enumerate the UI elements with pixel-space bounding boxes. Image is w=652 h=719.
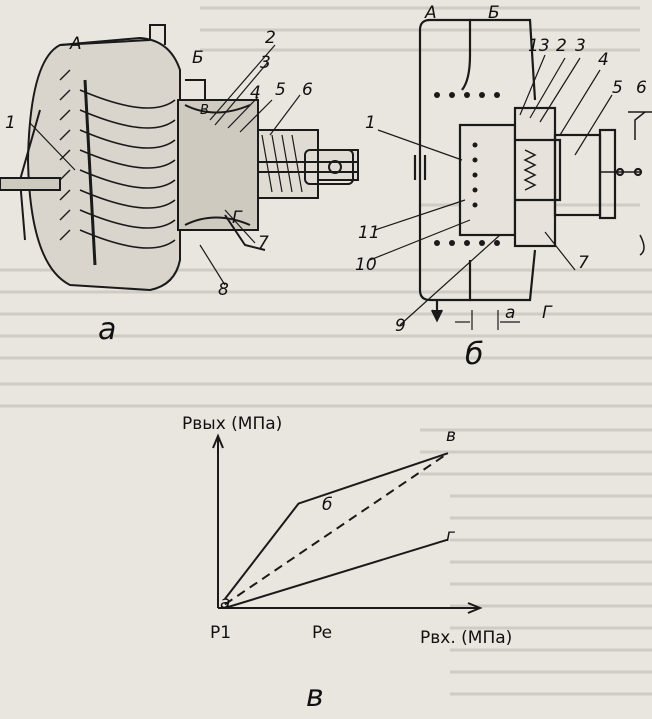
tick-p1: P1	[210, 623, 232, 643]
fig-b-label-1: 1	[365, 113, 376, 133]
fig-a-caption: а	[98, 312, 117, 347]
point-label-g: г	[446, 526, 455, 546]
fig-a-label-5: 5	[275, 80, 286, 100]
fig-a-label-8: 8	[218, 280, 229, 300]
fig-a-label-3: 3	[260, 53, 271, 73]
fig-b-label-9: 9	[395, 316, 406, 336]
fig-a-label-6: 6	[302, 80, 313, 100]
fig-b-label-10: 10	[355, 255, 377, 275]
fig-b-caption: б	[465, 337, 484, 372]
series-line-2	[224, 538, 449, 609]
fig-b-label-a: a	[505, 303, 516, 323]
fig-a-label-A: А	[70, 34, 82, 54]
fig-b-label-G: Г	[542, 303, 552, 323]
fig-b-label-B: Б	[488, 3, 500, 23]
point-label-b: б	[322, 495, 333, 515]
chart-caption: в	[306, 679, 324, 714]
fig-b-label-5: 5	[612, 78, 623, 98]
fig-a-label-2: 2	[265, 28, 276, 48]
series-line-0	[224, 452, 449, 600]
fig-b-label-13: 13	[528, 36, 550, 56]
fig-a-label-B: Б	[192, 48, 204, 68]
fig-a-label-G: Г	[232, 208, 242, 228]
point-label-a: a	[220, 593, 231, 613]
fig-b-label-11: 11	[358, 223, 380, 243]
fig-b-label-3: 3	[575, 36, 586, 56]
y-axis-arrow	[212, 433, 224, 449]
fig-b-label-6: 6	[636, 78, 647, 98]
fig-b-label-4: 4	[598, 50, 609, 70]
point-label-v: в	[446, 426, 457, 446]
fig-a-label-V: В	[200, 103, 209, 118]
fig-b-label-2: 2	[556, 36, 567, 56]
fig-b-label-7: 7	[578, 253, 589, 273]
chart-xlabel: Pвх. (МПа)	[420, 628, 513, 648]
chart-ylabel: Pвых (МПа)	[182, 414, 283, 434]
fig-a-label-1: 1	[5, 113, 16, 133]
x-axis-arrow	[467, 602, 483, 614]
fig-a-label-4: 4	[250, 83, 261, 103]
fig-a-label-7: 7	[258, 233, 269, 253]
fig-b-label-A: А	[425, 3, 437, 23]
series-line-1	[224, 452, 449, 606]
tick-pe: Pe	[312, 623, 333, 643]
